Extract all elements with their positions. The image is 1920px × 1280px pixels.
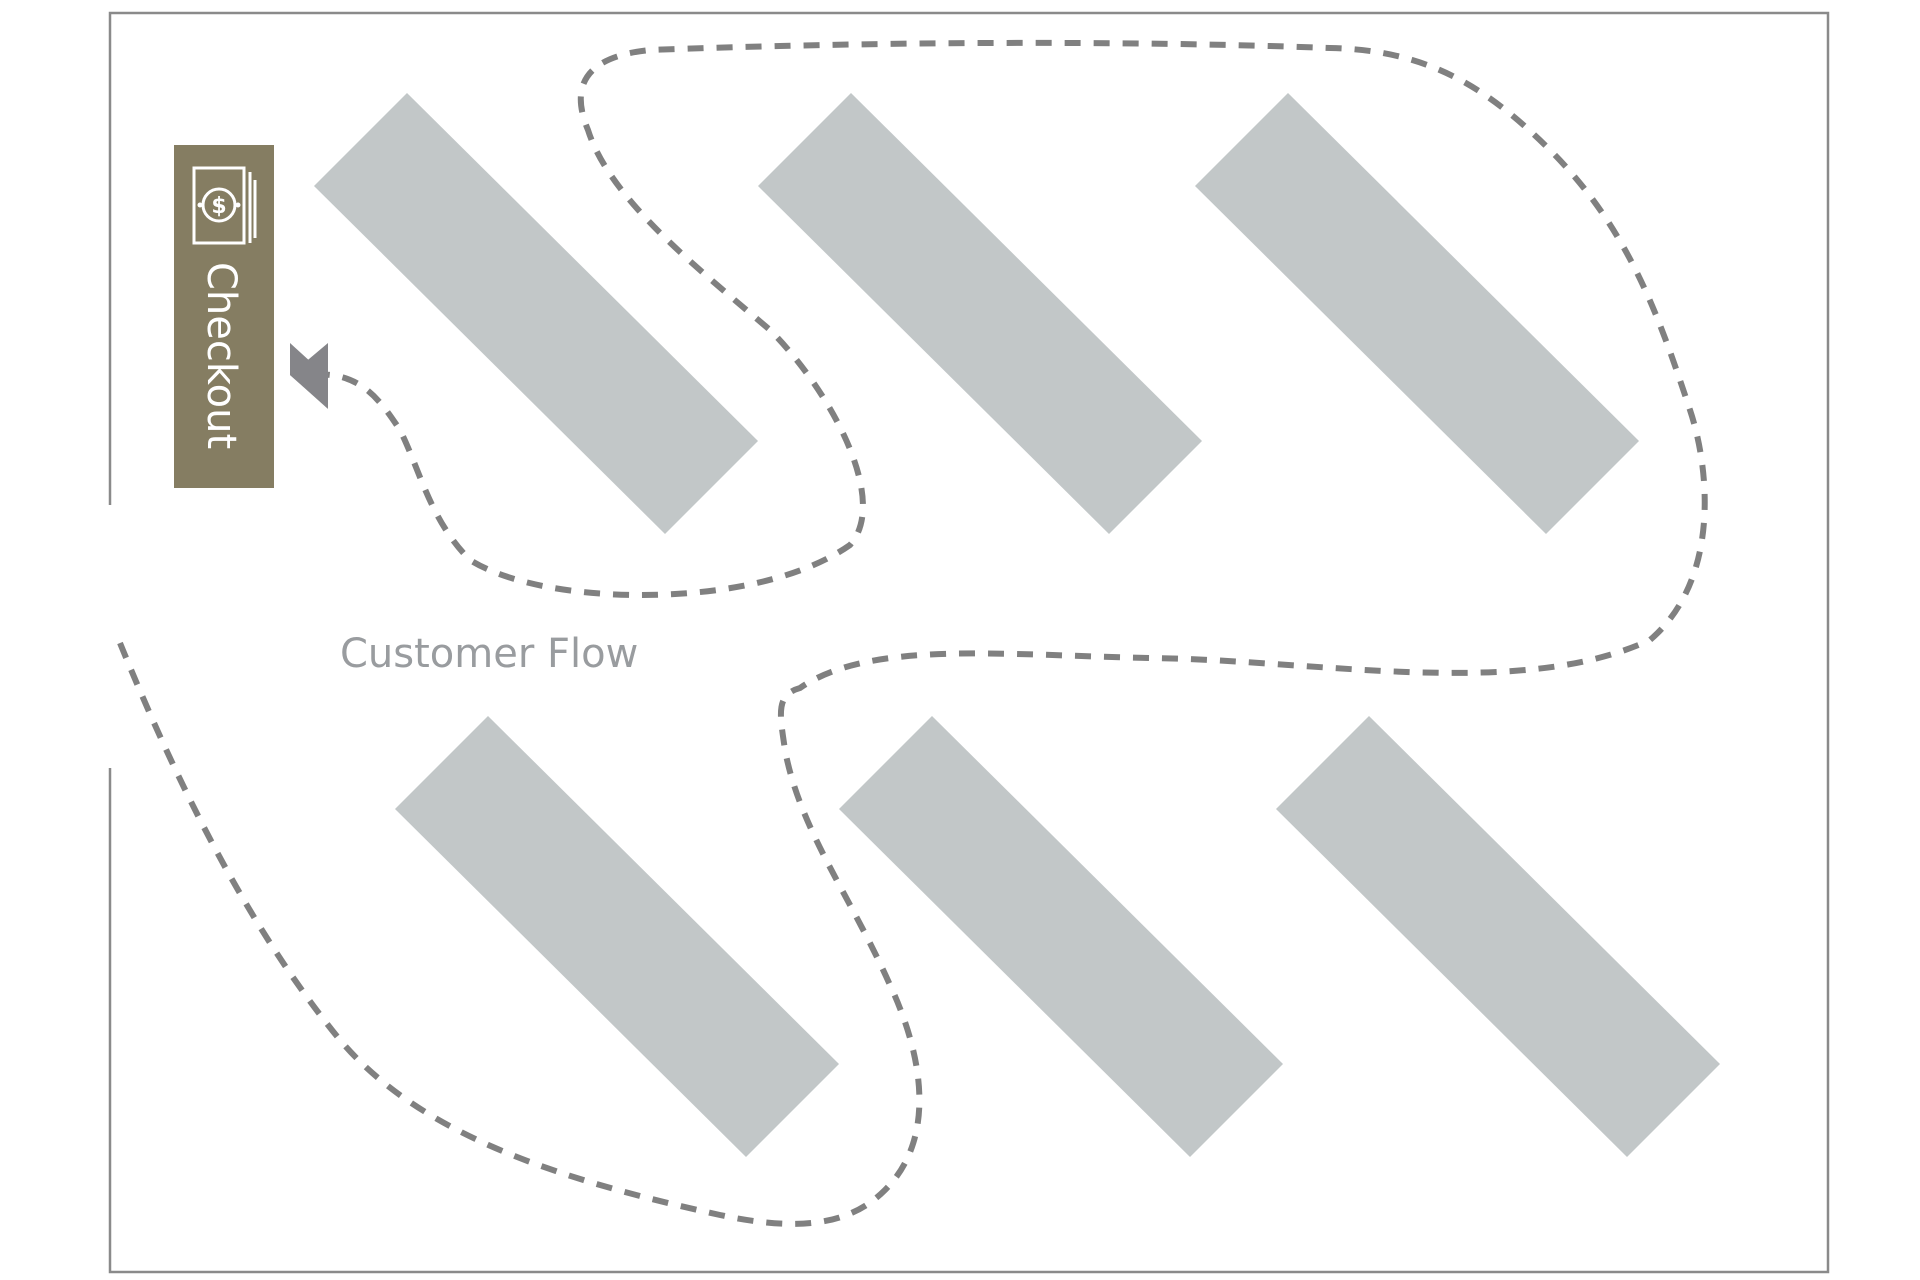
checkout-counter: $ Checkout	[174, 145, 274, 488]
currency-symbol: $	[211, 194, 226, 219]
cash-register-icon: $	[192, 166, 257, 245]
shelf	[314, 93, 758, 534]
shelf	[758, 93, 1202, 534]
shelf	[839, 716, 1283, 1157]
flow-arrow-tip	[290, 343, 328, 408]
shelf-row-top	[314, 93, 1639, 534]
shelf	[1195, 93, 1639, 534]
shelf	[395, 716, 839, 1157]
checkout-box	[174, 145, 274, 488]
shelf	[1276, 716, 1720, 1157]
customer-flow-label: Customer Flow	[340, 631, 638, 677]
customer-flow-path	[117, 39, 1708, 1227]
checkout-label: Checkout	[198, 262, 244, 449]
shelf-row-bottom	[395, 716, 1720, 1157]
store-wall	[108, 11, 1830, 1274]
